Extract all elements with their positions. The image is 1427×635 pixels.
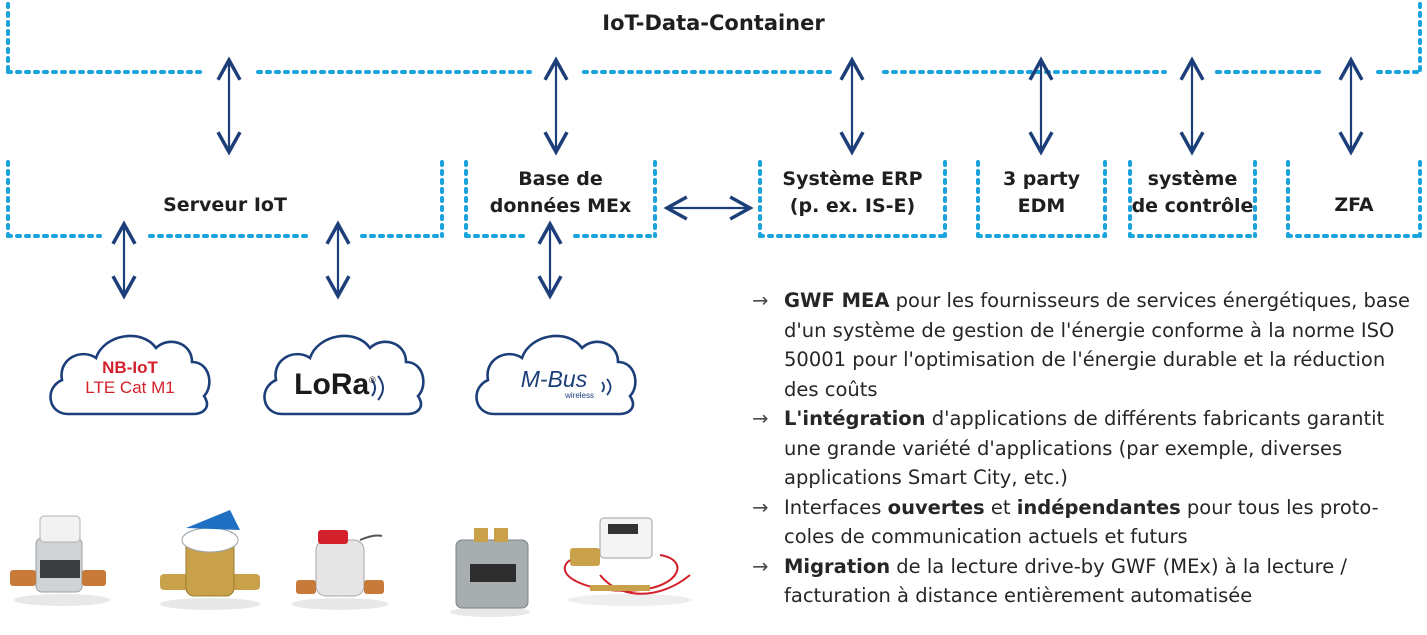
bullet-2-text: d'applications de différents fabricants … bbox=[784, 407, 1385, 489]
bullet-3-bold1: ouvertes bbox=[887, 495, 985, 519]
connector-arrows bbox=[111, 56, 1364, 300]
arrow-right-icon: → bbox=[752, 407, 769, 430]
mex-db-label-line2: données MEx bbox=[489, 195, 632, 217]
mbus-wireless-label: wireless bbox=[565, 391, 594, 400]
bullet-4-bold: Migration bbox=[784, 554, 891, 578]
feature-bullet-list: → GWF MEA pour les fournisseurs de servi… bbox=[752, 286, 1424, 611]
mex-db-label: Base de données MEx bbox=[466, 166, 655, 220]
zfa-label: ZFA bbox=[1334, 194, 1374, 216]
mbus-cloud-icon bbox=[475, 334, 637, 416]
control-label-line2: de contrôle bbox=[1131, 195, 1254, 217]
iot-data-container-frame bbox=[6, 2, 1422, 74]
erp-label-line2: (p. ex. IS-E) bbox=[789, 195, 916, 217]
edm-label-line2: EDM bbox=[1017, 195, 1066, 217]
bullet-2-bold: L'intégration bbox=[784, 407, 926, 430]
lora-logo: LoRa® bbox=[290, 362, 380, 403]
nbiot-cloud-label: NB-IoT LTE Cat M1 bbox=[66, 358, 194, 398]
bullet-4-text: de la lecture drive-by GWF (MEx) à la le… bbox=[784, 554, 1347, 608]
bullet-3-pre: Interfaces bbox=[784, 495, 888, 519]
mex-db-label-line1: Base de bbox=[518, 168, 603, 190]
bullet-1-text: pour les fournisseurs de services énergé… bbox=[784, 289, 1410, 401]
edm-label: 3 party EDM bbox=[978, 166, 1105, 220]
control-label-line1: système bbox=[1147, 168, 1238, 190]
mbus-logo-text: M-Bus bbox=[520, 366, 588, 392]
bullet-interfaces: → Interfaces ouvertes et indépendantes p… bbox=[752, 493, 1424, 552]
edm-label-line1: 3 party bbox=[1002, 168, 1081, 190]
registered-mark: ® bbox=[369, 375, 376, 385]
lora-logo-text: LoRa bbox=[294, 368, 370, 401]
arrow-right-icon: → bbox=[752, 495, 769, 519]
device-water-meter-brass-blue bbox=[160, 510, 260, 610]
erp-label-line1: Système ERP bbox=[782, 168, 923, 190]
bullet-integration: → L'intégration d'applications de différ… bbox=[752, 404, 1424, 493]
nbiot-label: NB-IoT bbox=[102, 358, 158, 377]
container-title: IoT-Data-Container bbox=[602, 11, 825, 35]
bullet-gwf-mea: → GWF MEA pour les fournisseurs de servi… bbox=[752, 286, 1424, 404]
lora-cloud-icon bbox=[263, 334, 425, 416]
device-gas-meter bbox=[450, 528, 530, 617]
bullet-3-mid: et bbox=[984, 495, 1017, 519]
mbus-wave-icon bbox=[601, 378, 612, 396]
control-system-label: système de contrôle bbox=[1130, 166, 1255, 220]
iot-server-label: Serveur IoT bbox=[163, 194, 287, 216]
mbus-logo: M-Bus wireless bbox=[508, 366, 600, 400]
lte-cat-m1-label: LTE Cat M1 bbox=[85, 378, 175, 397]
arrow-right-icon: → bbox=[752, 289, 769, 312]
nbiot-cloud-icon bbox=[49, 334, 211, 416]
device-heat-meter-kit bbox=[563, 517, 692, 606]
device-water-meter-electronic bbox=[10, 515, 110, 606]
bullet-3-bold2: indépendantes bbox=[1016, 495, 1181, 519]
bullet-migration: → Migration de la lecture drive-by GWF (… bbox=[752, 552, 1424, 611]
erp-label: Système ERP (p. ex. IS-E) bbox=[760, 166, 945, 220]
boxes-frame bbox=[6, 160, 1422, 238]
bullet-3-post: pour tous les proto-coles de communicati… bbox=[784, 495, 1379, 549]
device-water-meter-red-module bbox=[292, 530, 388, 610]
lora-wave-icon bbox=[371, 375, 384, 401]
cloud-shapes bbox=[49, 334, 637, 416]
arrow-right-icon: → bbox=[752, 554, 769, 578]
bullet-1-bold: GWF MEA bbox=[784, 289, 890, 312]
